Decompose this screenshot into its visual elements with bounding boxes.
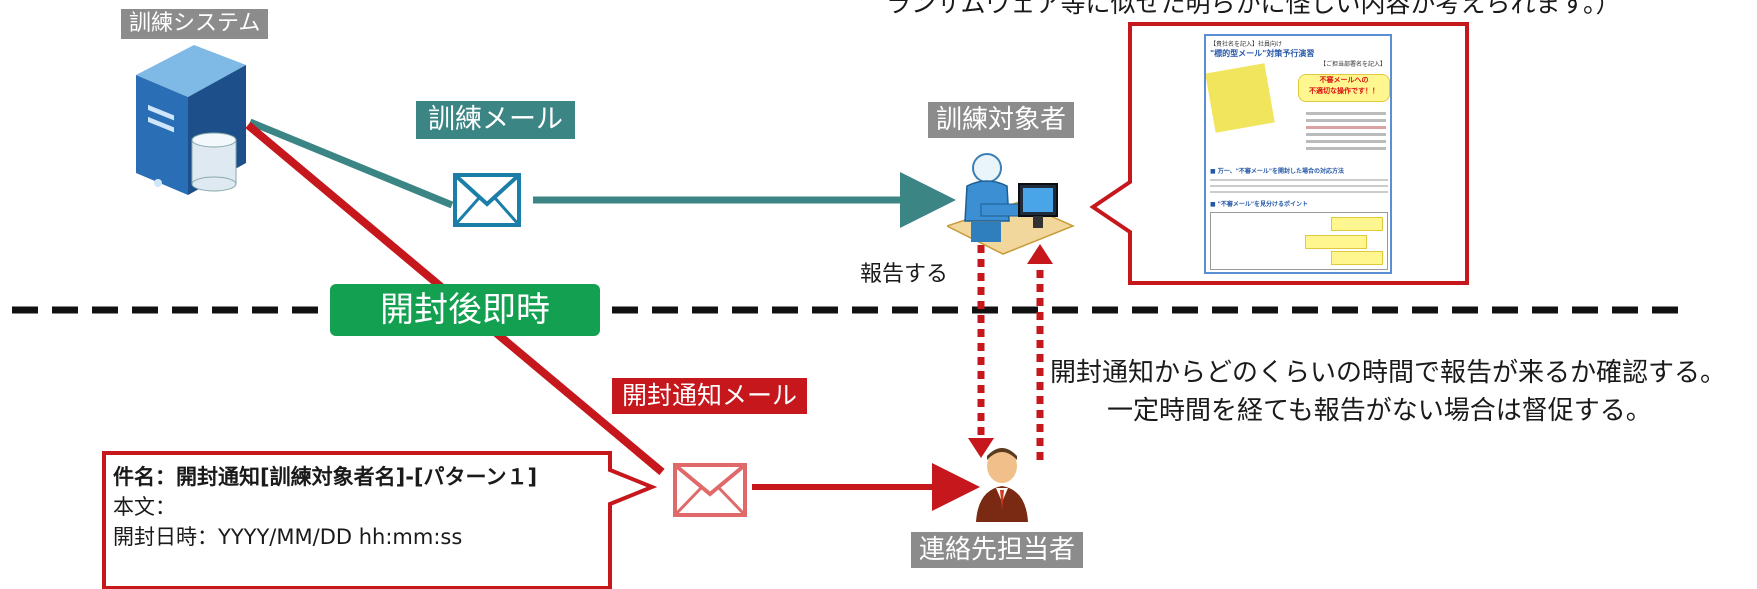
flyer-headline: 不審メールへの 不適切な操作です！！ bbox=[1298, 74, 1390, 102]
mail-body-label: 本文： bbox=[113, 495, 176, 519]
mail-opened-at: 開封日時：YYYY/MM/DD hh:mm:ss bbox=[113, 525, 463, 549]
flyer-yellow-card bbox=[1206, 63, 1275, 133]
training-system-label: 訓練システム bbox=[121, 9, 269, 39]
flyer-title: "標的型メール"対策予行演習 bbox=[1210, 49, 1315, 58]
report-label: 報告する bbox=[860, 262, 949, 287]
top-cutoff-text: ランサムウェア等に似せた明らかに怪しい内容が考えられます。） bbox=[886, 0, 1621, 18]
contact-person-label: 連絡先担当者 bbox=[911, 532, 1084, 568]
mail-callout-box bbox=[102, 451, 658, 589]
flyer-company: 【貴社名を記入】社員向け bbox=[1210, 41, 1283, 48]
note-line-2: 一定時間を経ても報告がない場合は督促する。 bbox=[1107, 396, 1652, 426]
training-mail-label: 訓練メール bbox=[416, 101, 575, 139]
mail-subject: 件名：開封通知[訓練対象者名]-[パターン１] bbox=[113, 465, 538, 489]
note-line-1: 開封通知からどのくらいの時間で報告が来るか確認する。 bbox=[1050, 358, 1727, 388]
dotted-arrow-up-head bbox=[1027, 244, 1053, 264]
flyer-section-1: ■ 万一、"不審メール"を開封した場合の対応方法 bbox=[1210, 168, 1345, 175]
flyer-section-2: ■ "不審メール"を見分けるポイント bbox=[1210, 201, 1309, 208]
person-at-desk-icon bbox=[947, 153, 1075, 255]
notice-mail-envelope-icon bbox=[673, 463, 747, 517]
open-notice-mail-label: 開封通知メール bbox=[612, 378, 808, 414]
server-icon bbox=[136, 45, 246, 195]
contact-person-icon bbox=[976, 448, 1028, 522]
teal-line-server-to-mail bbox=[248, 118, 454, 209]
dotted-arrow-down-head bbox=[968, 438, 994, 458]
training-target-label: 訓練対象者 bbox=[928, 102, 1075, 138]
mail-callout-text: 件名：開封通知[訓練対象者名]-[パターン１] 本文： 開封日時：YYYY/MM… bbox=[113, 462, 537, 552]
flyer-subtitle: 【ご担当部署名を記入】 bbox=[1319, 61, 1386, 68]
database-icon bbox=[191, 132, 237, 192]
immediate-after-open-label: 開封後即時 bbox=[330, 284, 600, 336]
training-mail-envelope-icon bbox=[453, 173, 521, 227]
flyer-document: 【貴社名を記入】社員向け "標的型メール"対策予行演習 【ご担当部署名を記入】 … bbox=[1204, 34, 1392, 274]
